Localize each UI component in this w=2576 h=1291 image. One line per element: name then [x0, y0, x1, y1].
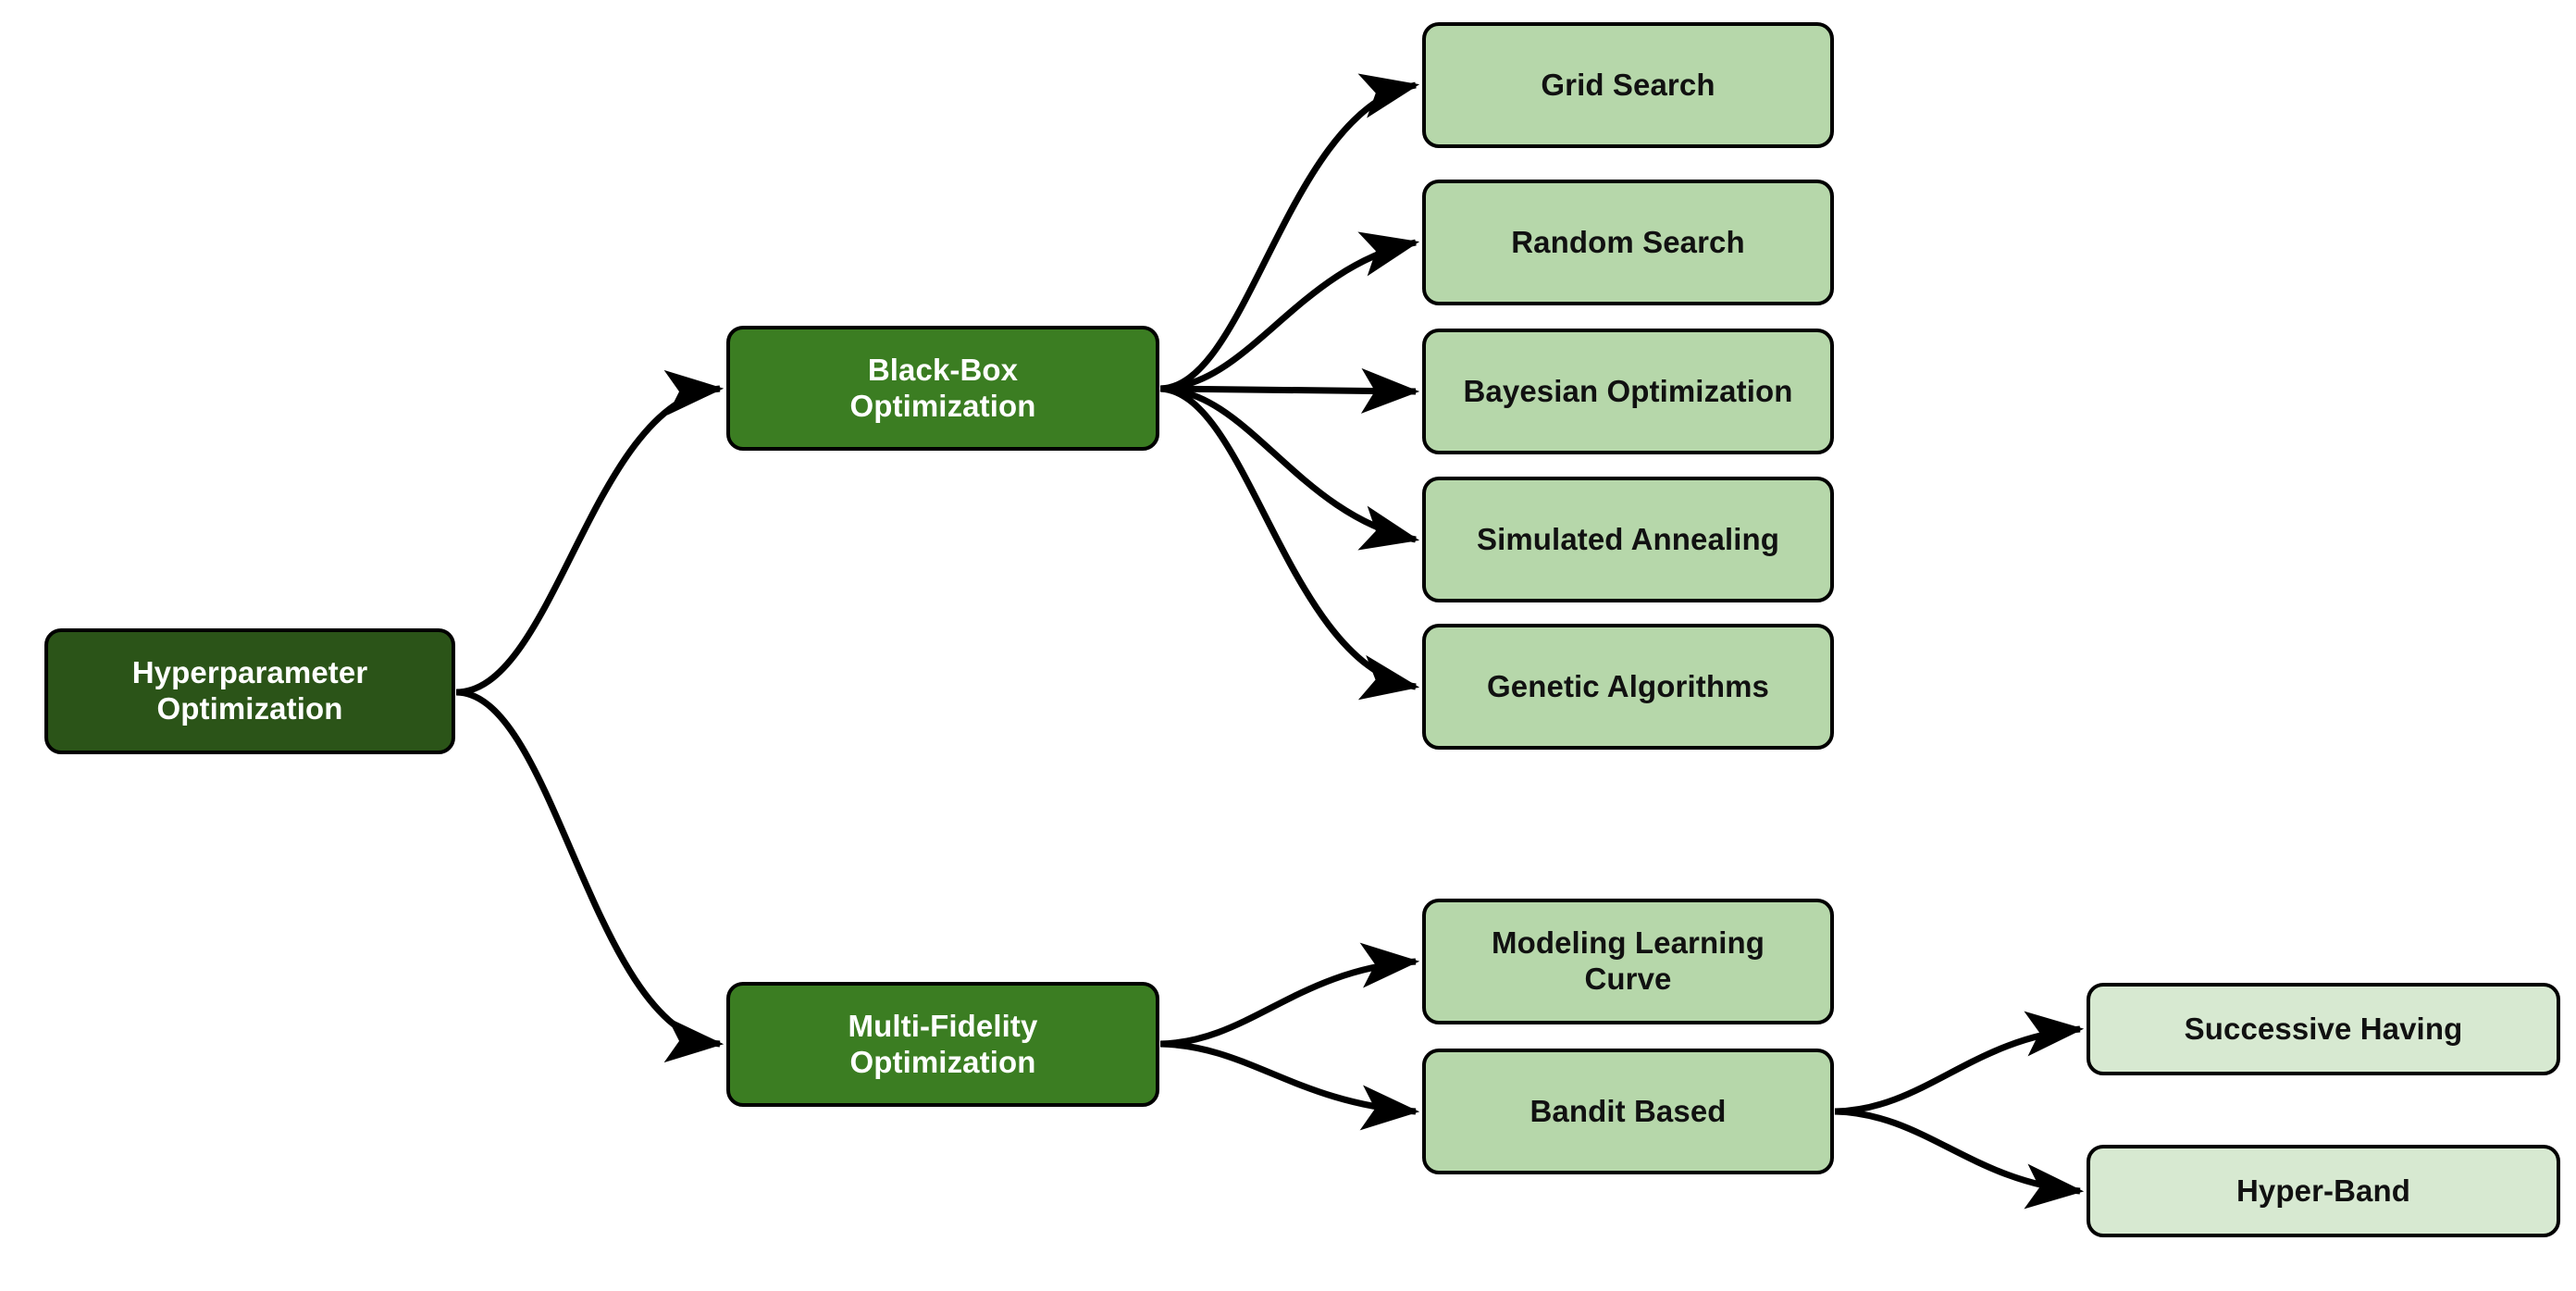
edge-black-box-to-simulated-annealing [1159, 385, 1420, 551]
node-label: Bandit Based [1530, 1093, 1727, 1128]
node-genetic-algorithms[interactable]: Genetic Algorithms [1422, 624, 1834, 750]
node-multi-fidelity-optimization[interactable]: Multi-Fidelity Optimization [726, 982, 1159, 1107]
node-label: Simulated Annealing [1476, 521, 1780, 556]
edge-black-box-to-genetic-algorithms [1159, 385, 1420, 701]
node-label: Hyperparameter Optimization [131, 655, 368, 726]
edge-root-to-black-box [455, 369, 724, 696]
edge-bandit-based-to-successive-having [1834, 1011, 2085, 1115]
edge-multi-fidelity-to-bandit-based [1159, 1040, 1420, 1131]
node-label: Black-Box Optimization [849, 352, 1036, 423]
node-label: Modeling Learning Curve [1491, 925, 1765, 996]
node-successive-having[interactable]: Successive Having [2087, 983, 2560, 1075]
node-label: Successive Having [2184, 1011, 2463, 1046]
node-hyper-band[interactable]: Hyper-Band [2087, 1145, 2560, 1237]
node-grid-search[interactable]: Grid Search [1422, 22, 1834, 148]
node-label: Hyper-Band [2235, 1173, 2411, 1208]
node-simulated-annealing[interactable]: Simulated Annealing [1422, 477, 1834, 602]
node-bayesian-optimization[interactable]: Bayesian Optimization [1422, 329, 1834, 454]
node-label: Multi-Fidelity Optimization [848, 1008, 1038, 1079]
node-label: Bayesian Optimization [1463, 373, 1793, 408]
node-label: Genetic Algorithms [1487, 668, 1769, 703]
edge-bandit-based-to-hyper-band [1834, 1108, 2085, 1210]
edge-root-to-multi-fidelity [455, 689, 724, 1063]
node-label: Grid Search [1541, 67, 1715, 102]
edge-black-box-to-random-search [1159, 231, 1420, 392]
edge-black-box-to-grid-search [1159, 73, 1420, 392]
node-random-search[interactable]: Random Search [1422, 180, 1834, 305]
edge-black-box-to-bayesian-optimization [1159, 367, 1420, 414]
node-bandit-based[interactable]: Bandit Based [1422, 1049, 1834, 1174]
node-black-box-optimization[interactable]: Black-Box Optimization [726, 326, 1159, 451]
node-label: Random Search [1511, 224, 1745, 259]
node-modeling-learning-curve[interactable]: Modeling Learning Curve [1422, 899, 1834, 1024]
node-hyperparameter-optimization[interactable]: Hyperparameter Optimization [44, 628, 455, 754]
edge-multi-fidelity-to-modeling-learning-curve [1159, 942, 1420, 1048]
